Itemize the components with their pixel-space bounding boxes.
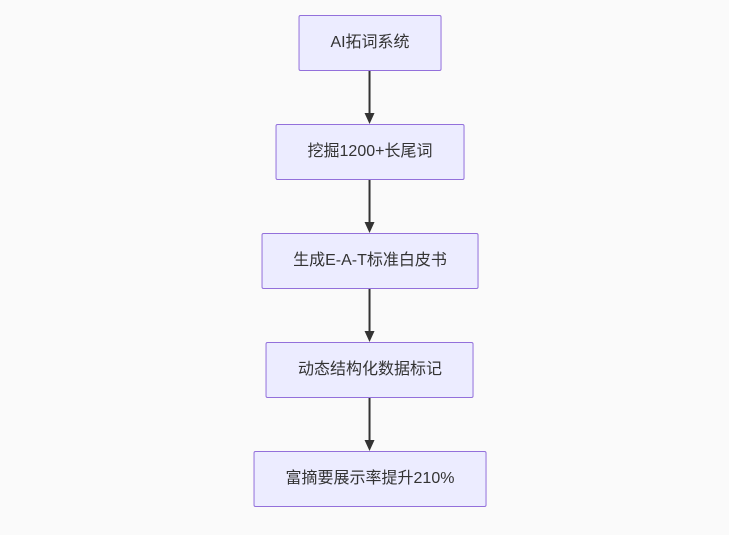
flowchart-node-1-label: AI拓词系统	[330, 34, 410, 51]
flowchart-node-1: AI拓词系统	[298, 15, 442, 71]
arrow-down-3	[365, 289, 375, 342]
arrow-shaft	[369, 180, 371, 222]
flowchart-node-3-label: 生成E-A-T标准白皮书	[293, 252, 447, 269]
flowchart-node-5: 富摘要展示率提升210%	[253, 451, 487, 507]
flowchart-node-3: 生成E-A-T标准白皮书	[261, 233, 479, 289]
arrow-down-2	[365, 180, 375, 233]
arrowhead-icon	[365, 331, 375, 342]
arrow-shaft	[369, 398, 371, 440]
flowchart-node-5-label: 富摘要展示率提升210%	[285, 470, 455, 487]
arrowhead-icon	[365, 222, 375, 233]
flowchart: AI拓词系统 挖掘1200+长尾词 生成E-A-T标准白皮书 动态结构化数据标记…	[253, 15, 487, 507]
arrowhead-icon	[365, 113, 375, 124]
flowchart-node-4: 动态结构化数据标记	[265, 342, 474, 398]
flowchart-node-2: 挖掘1200+长尾词	[275, 124, 465, 180]
arrowhead-icon	[365, 440, 375, 451]
flowchart-node-4-label: 动态结构化数据标记	[297, 361, 442, 378]
arrow-shaft	[369, 289, 371, 331]
arrow-shaft	[369, 71, 371, 113]
arrow-down-1	[365, 71, 375, 124]
flowchart-node-2-label: 挖掘1200+长尾词	[307, 143, 433, 160]
arrow-down-4	[365, 398, 375, 451]
